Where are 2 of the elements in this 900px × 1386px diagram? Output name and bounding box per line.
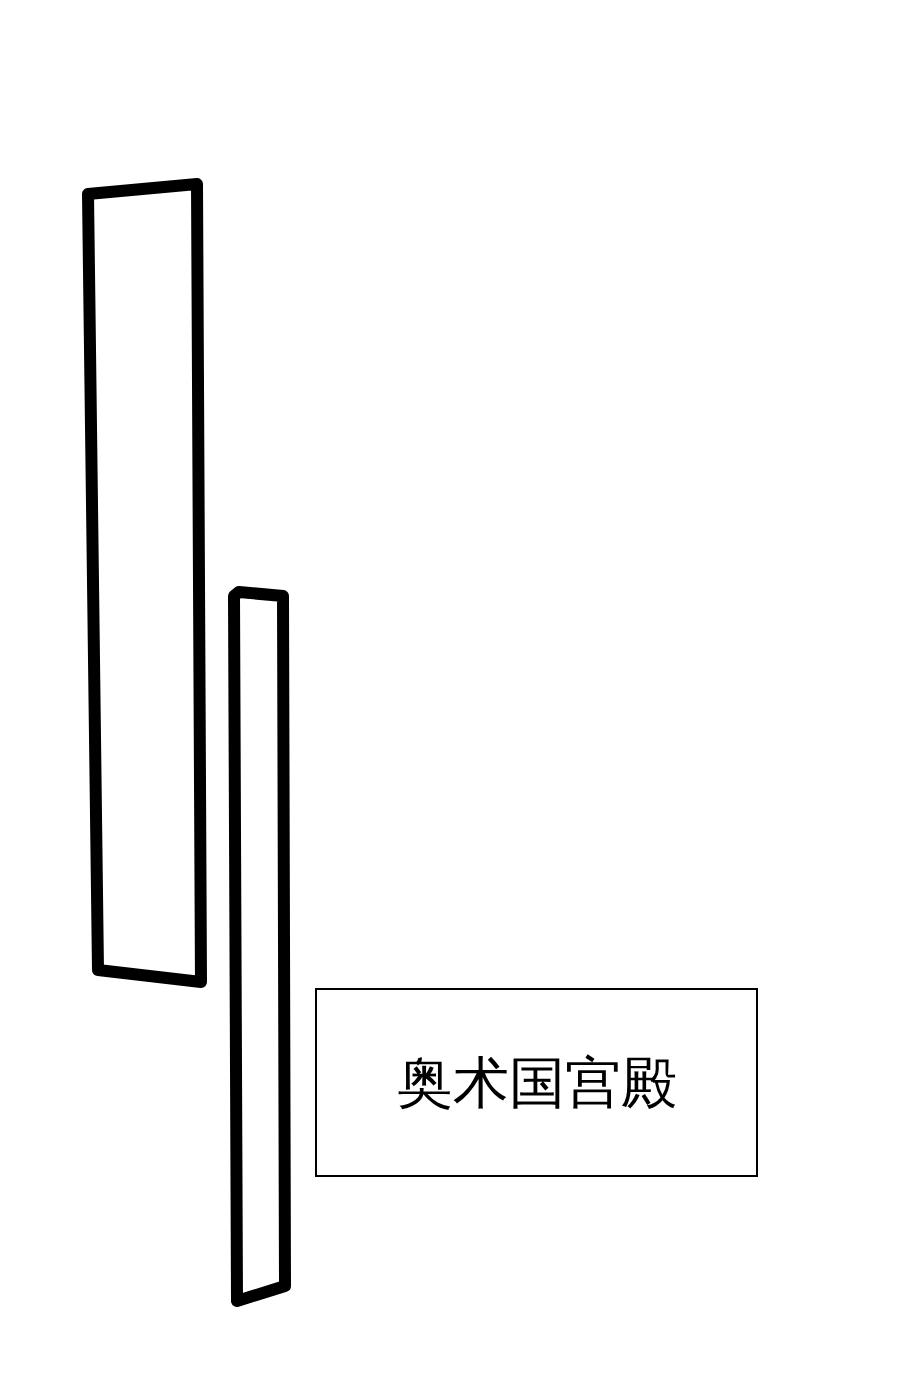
caption-text: 奥术国宫殿 [396, 1051, 677, 1114]
caption-box [315, 988, 758, 1177]
